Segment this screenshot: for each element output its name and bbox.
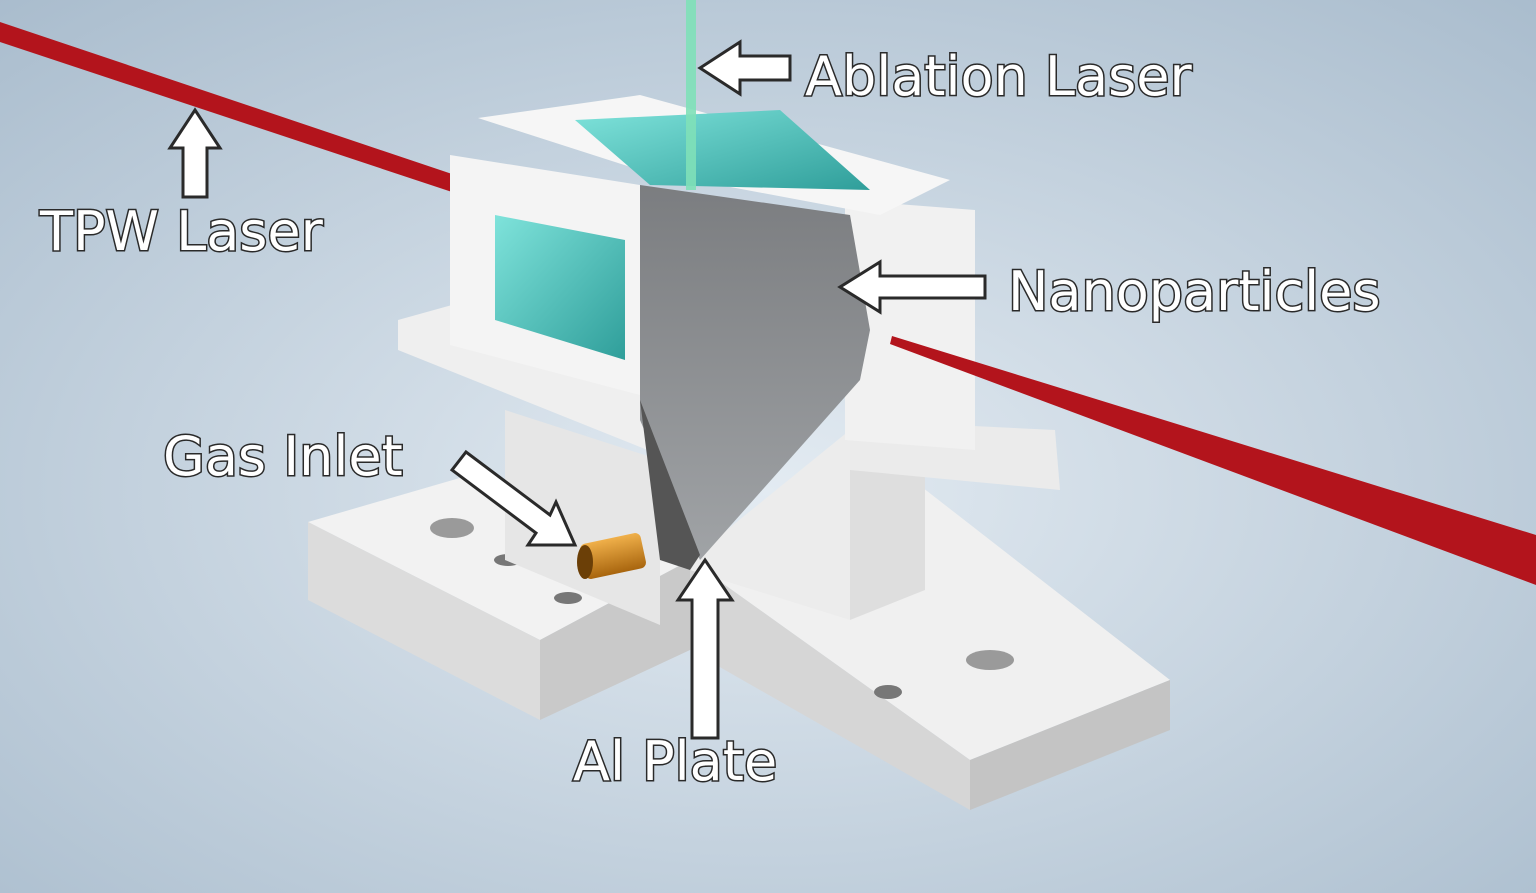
base-plate bbox=[308, 470, 1170, 810]
label-tpw-laser: TPW Laser bbox=[39, 200, 324, 263]
chamber-body bbox=[398, 95, 1060, 625]
arrow-gas-inlet bbox=[449, 449, 578, 547]
side-window bbox=[495, 215, 625, 360]
arrow-ablation-laser bbox=[697, 39, 792, 97]
label-al-plate: Al Plate bbox=[573, 730, 777, 793]
gas-inlet-fitting bbox=[577, 533, 646, 579]
tpw-laser-beam-incoming bbox=[0, 22, 455, 192]
label-ablation-laser: Ablation Laser bbox=[805, 45, 1192, 108]
nanoparticle-cloud bbox=[640, 185, 870, 560]
arrow-al-plate bbox=[675, 557, 735, 740]
label-gas-inlet: Gas Inlet bbox=[163, 425, 403, 488]
tpw-laser-beam-outgoing bbox=[890, 336, 1536, 585]
arrow-tpw-laser bbox=[167, 107, 223, 199]
top-window bbox=[575, 110, 870, 190]
label-nanoparticles: Nanoparticles bbox=[1008, 260, 1381, 323]
arrow-nanoparticles bbox=[837, 259, 987, 315]
ablation-laser-beam bbox=[686, 0, 696, 190]
